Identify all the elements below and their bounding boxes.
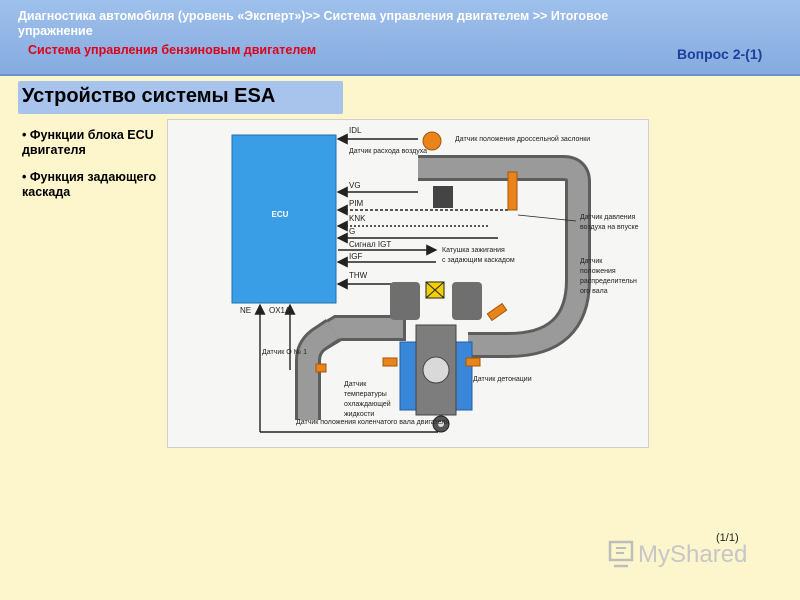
label-knock-sensor: Датчик детонации [473, 376, 532, 383]
signal-idl: IDL [349, 126, 362, 135]
page-title: Устройство системы ESA [22, 85, 276, 107]
page-counter: (1/1) [716, 532, 739, 544]
signal-vg: VG [349, 181, 361, 190]
breadcrumb: Диагностика автомобиля (уровень «Эксперт… [18, 9, 609, 38]
signal-igf: IGF [349, 252, 362, 261]
question-number: Вопрос 2-(1) [677, 46, 763, 62]
oxygen-sensor-part [315, 363, 327, 373]
label-camshaft-2: положения [580, 268, 616, 275]
label-camshaft-4: ого вала [580, 288, 608, 295]
exhaust-pipe-lower-inner [298, 321, 339, 420]
intake-pipe-inner [418, 158, 588, 355]
ecu-box [231, 134, 337, 304]
signal-ox1a: OX1A [269, 306, 291, 315]
header-bar: Диагностика автомобиля (уровень «Эксперт… [0, 0, 800, 76]
signal-ne: NE [240, 306, 251, 315]
myshared-logo: MyShared [608, 540, 747, 568]
signal-pim: PIM [349, 199, 364, 208]
signal-igt: Сигнал IGT [349, 240, 391, 249]
diagram-svg: ECU IDL VG PIM KNK G Сигнал IGT IGF THW … [231, 126, 639, 433]
page-title-box: Устройство системы ESA [18, 81, 343, 114]
signal-thw: THW [349, 271, 368, 280]
esa-system-diagram: ECU IDL VG PIM KNK G Сигнал IGT IGF THW … [167, 119, 649, 448]
intake-pressure-sensor-part [507, 171, 518, 211]
throttle-body [433, 186, 453, 208]
label-coolant-temp-1: Датчик [344, 381, 367, 388]
label-crankshaft-sensor: Датчик положения коленчатого вала двигат… [296, 419, 449, 426]
section-subtitle: Система управления бензиновым двигателем [28, 43, 317, 57]
label-throttle-sensor: Датчик положения дроссельной заслонки [455, 135, 590, 143]
list-item-ecu-functions[interactable]: • Функции блока ECU двигателя [22, 128, 154, 157]
label-camshaft-1: Датчик [580, 258, 603, 265]
label-intake-pressure-1: Датчик давления [580, 214, 636, 221]
coolant-jacket-right [453, 341, 473, 411]
knock-sensor-part [465, 357, 481, 367]
cylinder-head-right [452, 282, 482, 320]
cylinder-head-left [390, 282, 420, 320]
signal-g: G [349, 227, 355, 236]
throttle-sensor-part [422, 131, 442, 151]
label-coolant-temp-4: жидкости [344, 411, 374, 418]
label-airflow-sensor: Датчик расхода воздуха [349, 148, 427, 155]
ecu-label: ECU [272, 210, 289, 219]
label-oxygen-sensor: Датчик O № 1 [262, 349, 307, 356]
coolant-jacket-left [399, 341, 419, 411]
label-ignition-coil-1: Катушка зажигания [442, 247, 505, 254]
crankshaft [422, 356, 450, 384]
coolant-temp-sensor-part [382, 357, 398, 367]
label-intake-pressure-2: воздуха на впуске [580, 224, 639, 231]
label-camshaft-3: распределительн [580, 278, 637, 285]
list-item-driver-stage[interactable]: • Функция задающего каскада [22, 170, 157, 199]
label-ignition-coil-2: с задающим каскадом [442, 257, 515, 264]
logo-text: MyShared [638, 541, 747, 568]
camshaft-sensor-part [486, 302, 508, 322]
label-coolant-temp-3: охлаждающей [344, 400, 391, 408]
label-coolant-temp-2: температуры [344, 391, 387, 398]
function-list: • Функции блока ECU двигателя • Функция … [22, 128, 162, 212]
signal-knk: KNK [349, 214, 366, 223]
